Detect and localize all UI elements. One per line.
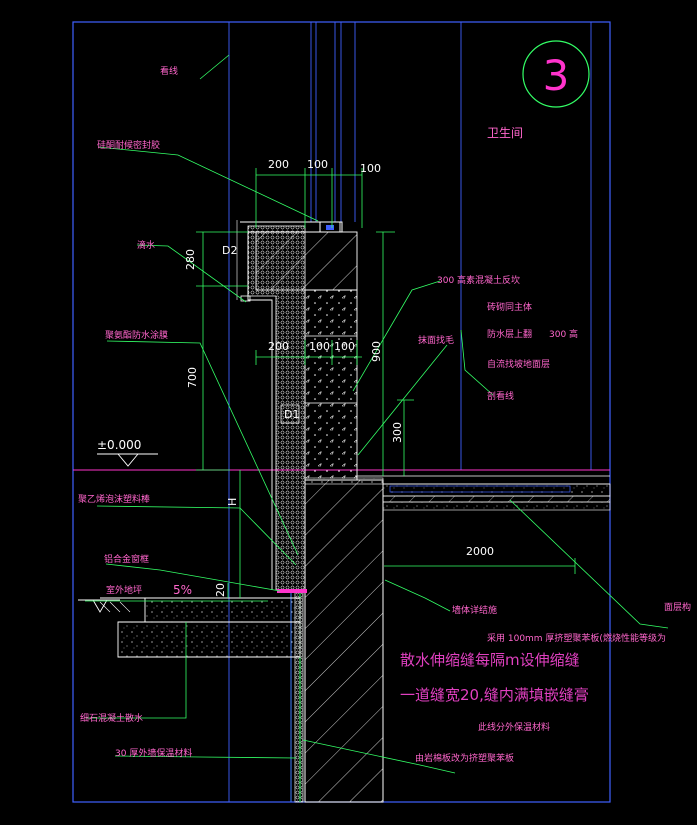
label-floor-layers: 面层构 (664, 601, 691, 613)
detail-number: 3 (543, 51, 570, 100)
label-self-leveling: 自流找坡地面层 (487, 358, 550, 370)
dim-100-top-a: 100 (307, 158, 328, 171)
metal-flashing (277, 589, 307, 593)
label-waterproof: 聚氨酯防水涂膜 (105, 329, 168, 341)
label-grade: 室外地坪 (106, 584, 142, 596)
dim-900: 900 (370, 341, 383, 362)
dimension-lines (196, 168, 576, 598)
dim-100-mid-a: 100 (309, 340, 330, 353)
label-insulation30: 30 厚外墙保温材料 (115, 747, 192, 759)
label-bottom-note: 由岩棉板改为挤塑聚苯板 (415, 752, 514, 764)
label-brick: 砖砌同主体 (487, 301, 532, 313)
label-waterproof-up: 防水层上翻 (487, 328, 532, 340)
brick-wall (304, 289, 358, 481)
grade-marker (78, 599, 120, 613)
dim-700: 700 (186, 367, 199, 388)
leader-lines (85, 54, 669, 774)
detail-number-circle (522, 40, 590, 108)
window-frame (319, 221, 343, 233)
label-apron: 细石混凝土散水 (80, 712, 143, 724)
label-height300: 300 高 (549, 328, 578, 340)
dim-D2: D2 (222, 244, 237, 257)
label-concrete300: 300 高素混凝土反坎 (437, 274, 520, 286)
label-section: 剖看线 (487, 390, 514, 402)
dim-200-mid: 200 (268, 340, 289, 353)
label-axis: 看线 (160, 65, 178, 77)
foundation-wall (304, 479, 384, 803)
label-board100: 采用 100mm 厚挤塑聚苯板(燃烧性能等级为 (487, 632, 666, 644)
label-foam: 聚乙烯泡沫塑料棒 (78, 493, 150, 505)
label-below-insulation: 此线分外保温材料 (478, 721, 550, 733)
concrete-apron (144, 597, 301, 623)
label-caulk: 硅酮耐候密封胶 (97, 139, 160, 151)
room-label: 卫生间 (487, 126, 523, 140)
label-slope: 5% (173, 583, 192, 597)
label-plaster: 抹面找毛 (418, 334, 454, 346)
label-elevation: ±0.000 (97, 438, 141, 452)
dim-280: 280 (184, 249, 197, 270)
dim-100-mid-b: 100 (334, 340, 355, 353)
dim-H: H (226, 498, 239, 506)
label-flashing: 铝合金窗框 (104, 553, 149, 565)
note-expansion-2: 一道缝宽20,缝内满填嵌缝膏 (400, 686, 589, 704)
label-drip: 滴水 (137, 239, 155, 251)
dim-20: 20 (214, 583, 227, 597)
dim-300: 300 (391, 422, 404, 443)
reference-lines (228, 22, 592, 802)
label-foundation: 墙体详结施 (452, 604, 497, 616)
dim-100-top-b: 100 (360, 162, 381, 175)
dim-D1: D1 (284, 408, 299, 421)
note-expansion-1: 散水伸缩缝每隔m设伸缩缝 (400, 651, 580, 669)
dim-200-top: 200 (268, 158, 289, 171)
dim-2000: 2000 (466, 545, 494, 558)
elevation-marker (97, 453, 158, 467)
